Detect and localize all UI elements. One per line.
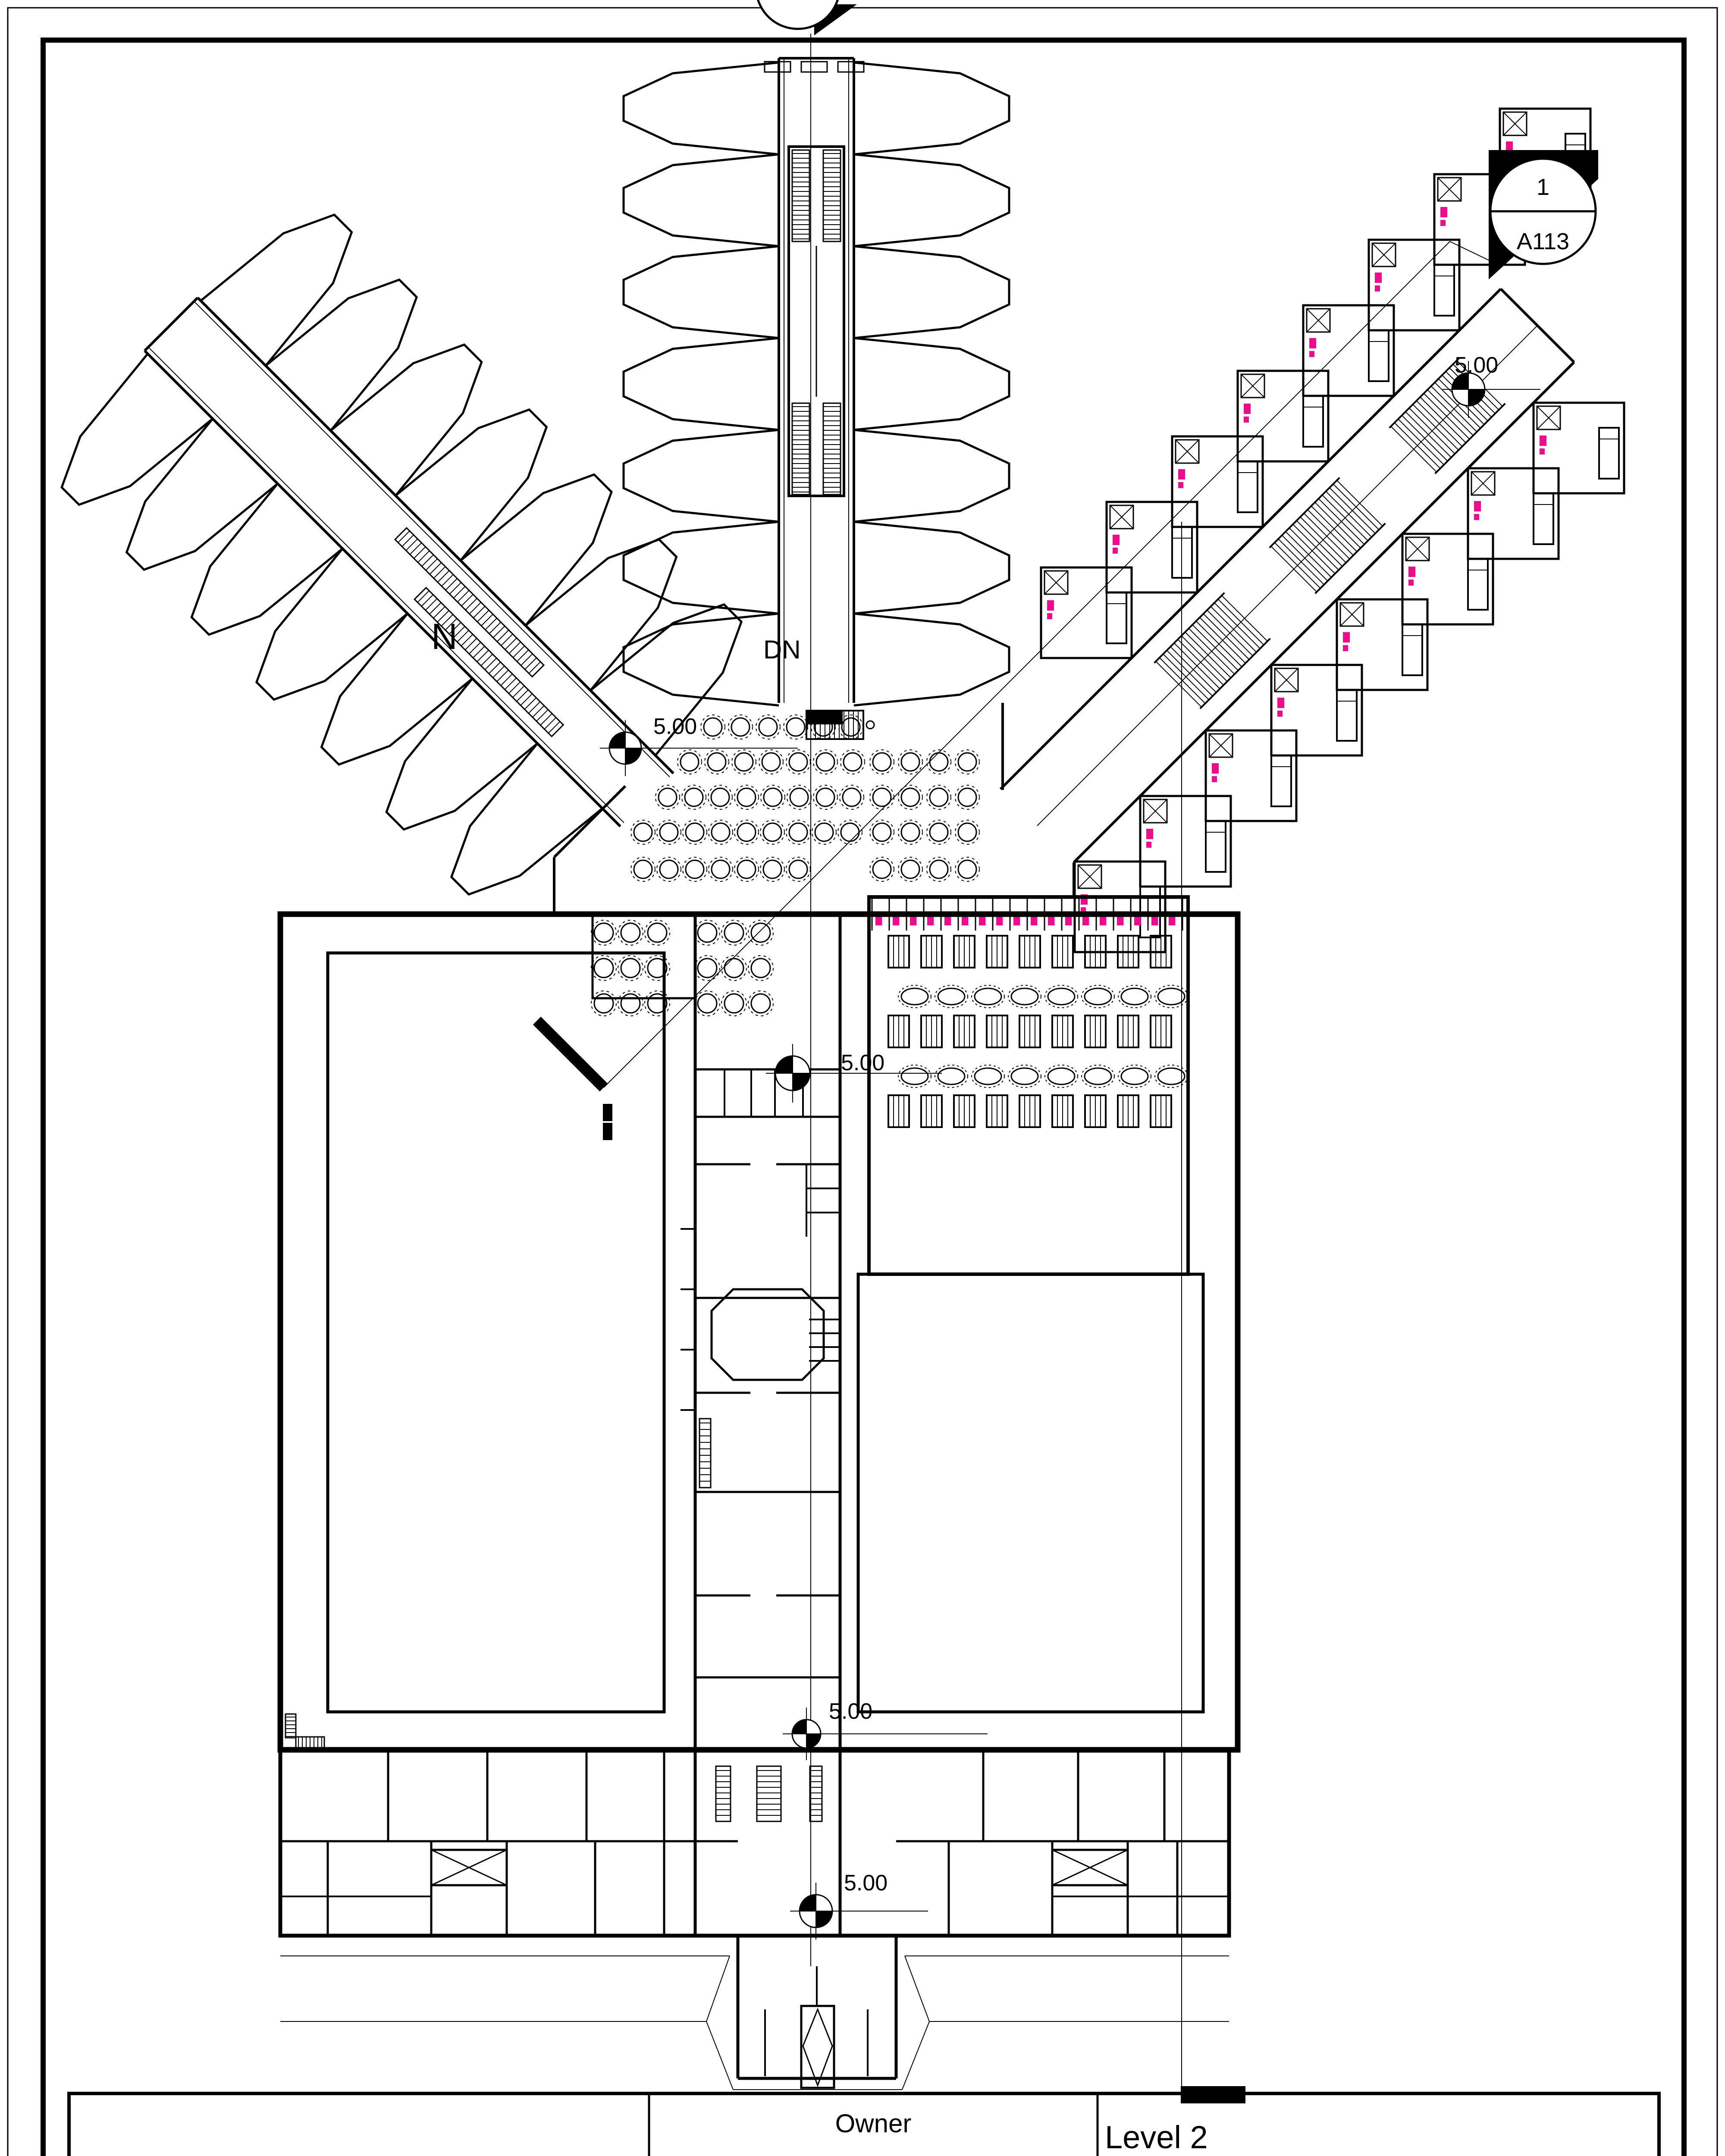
left-cell-wing [60,213,743,896]
top-section-head-icon [757,0,857,35]
owner-label: Owner [835,2109,912,2138]
section-callout [1489,150,1598,279]
title-block-frame [67,2086,1661,2156]
callout-detail-number: 1 [1537,174,1549,200]
sheet-borders [7,7,1718,2156]
spot-elevation-label: 5.00 [829,1699,872,1724]
spot-elevation-label: 5.00 [1455,353,1498,378]
survey-point-icon [600,720,798,776]
survey-point-icon [783,1708,988,1760]
survey-point-icons [600,361,1540,1940]
service-wing [278,1748,1231,1938]
down-label: DN [763,635,801,664]
north-wing-label: N [431,616,458,657]
main-yard-block [277,911,1241,1753]
entrance-protrusion [280,1936,1229,2090]
survey-point-icon [790,1883,928,1940]
spot-elevation-label: 5.00 [653,714,697,739]
dining-tables [591,714,980,1016]
view-name-label: Level 2 [1105,2119,1208,2155]
central-core-strip [681,914,842,1936]
right-cell-wing [999,107,1625,953]
spot-elevation-label: 5.00 [841,1050,884,1075]
survey-point-icon [766,1044,942,1103]
center-cell-wing [622,57,1010,707]
grid-and-section-lines [533,34,1497,2088]
dormitory-room [867,895,1190,1276]
survey-point-icon [1443,361,1540,418]
spot-elevation-label: 5.00 [844,1871,888,1896]
callout-sheet-number: A113 [1517,229,1569,254]
